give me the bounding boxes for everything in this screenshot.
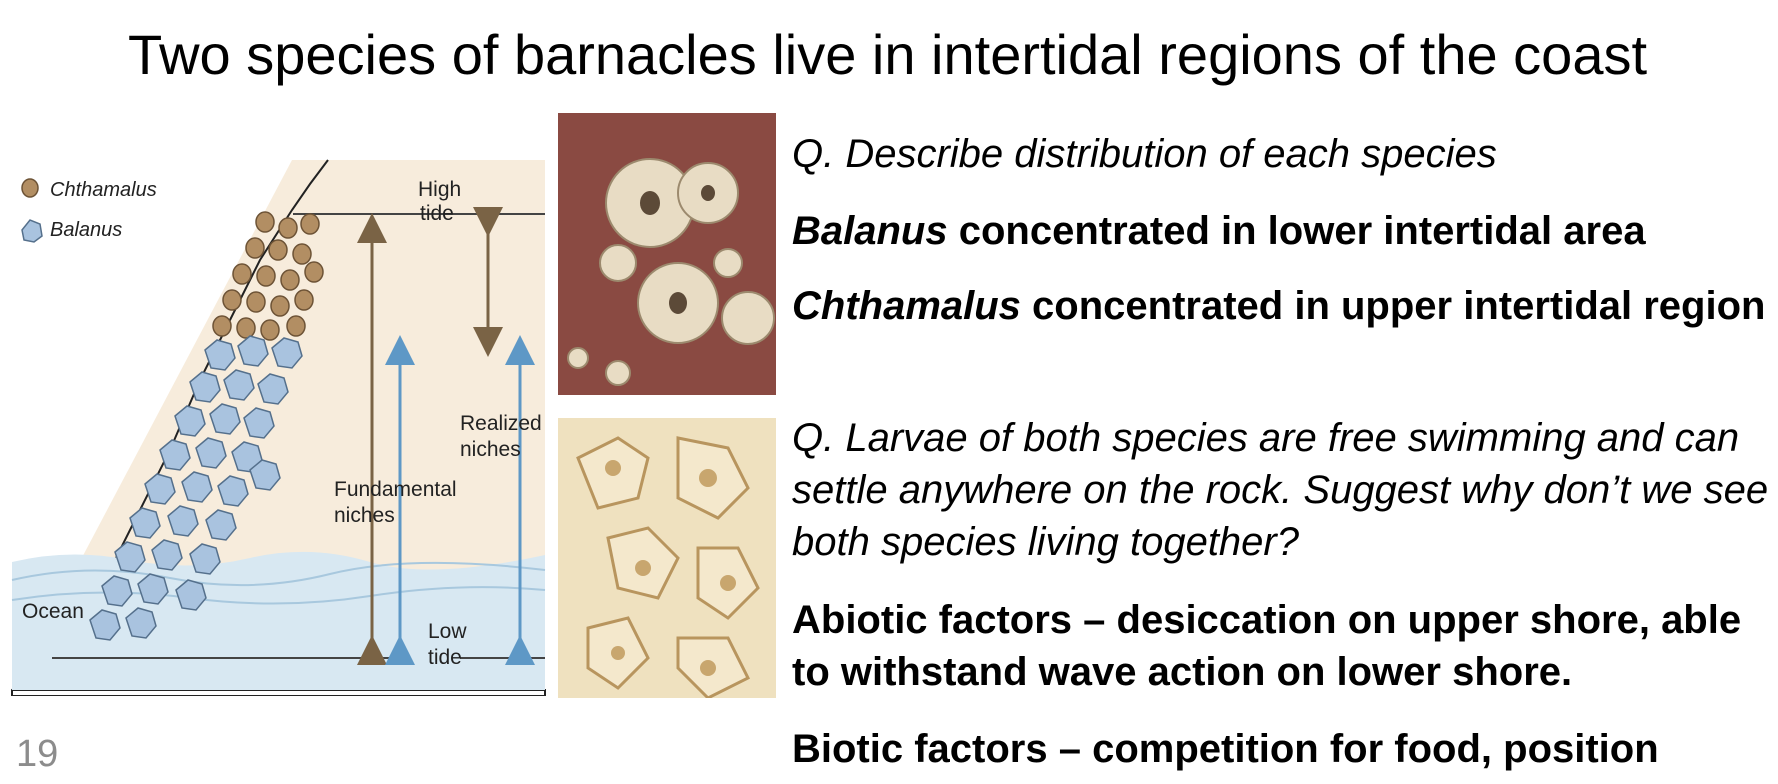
legend-chthamalus: Chthamalus (50, 179, 157, 201)
answer-chthamalus: Chthamalus concentrated in upper interti… (792, 280, 1778, 332)
question-larvae: Q. Larvae of both species are free swimm… (792, 416, 1769, 564)
high-tide-label: High (418, 178, 461, 201)
high-tide-label: tide (420, 202, 454, 225)
fundamental-niches-label: niches (334, 504, 395, 527)
slide-title: Two species of barnacles live in interti… (128, 23, 1648, 86)
answer-balanus-text: concentrated in lower intertidal area (947, 209, 1646, 253)
legend-balanus: Balanus (50, 219, 122, 241)
barnacle-zonation-diagram: Chthamalus Balanus High tide Realized ni… (11, 159, 546, 696)
chthamalus-icon (21, 178, 39, 198)
photo-barnacles-close-up (558, 418, 776, 698)
wave-line (11, 561, 546, 587)
low-tide-label: Low (428, 620, 467, 643)
answer-chthamalus-text: concentrated in upper intertidal region (1020, 284, 1766, 328)
fundamental-niches-label: Fundamental (334, 478, 457, 501)
realized-niches-label: Realized (460, 412, 542, 435)
ocean-label: Ocean (22, 600, 84, 623)
species-name-chthamalus: Chthamalus (792, 284, 1021, 328)
question-distribution: Q. Describe distribution of each species (792, 132, 1497, 176)
balanus-cluster (89, 335, 303, 641)
photo-barnacles-red-rock (558, 113, 776, 395)
answer-balanus: Balanus concentrated in lower intertidal… (792, 205, 1778, 257)
abiotic-factors: Abiotic factors – desiccation on upper s… (792, 598, 1742, 694)
wave-line (11, 586, 546, 605)
biotic-factors: Biotic factors – competition for food, p… (792, 727, 1659, 771)
chthamalus-cluster (212, 211, 324, 341)
slide-number: 19 (16, 733, 59, 775)
rock-face (11, 159, 546, 696)
legend: Chthamalus Balanus (21, 178, 157, 243)
realized-niches-label: niches (460, 438, 521, 461)
low-tide-label: tide (428, 646, 462, 669)
species-name-balanus: Balanus (792, 209, 948, 253)
balanus-icon (21, 219, 43, 243)
